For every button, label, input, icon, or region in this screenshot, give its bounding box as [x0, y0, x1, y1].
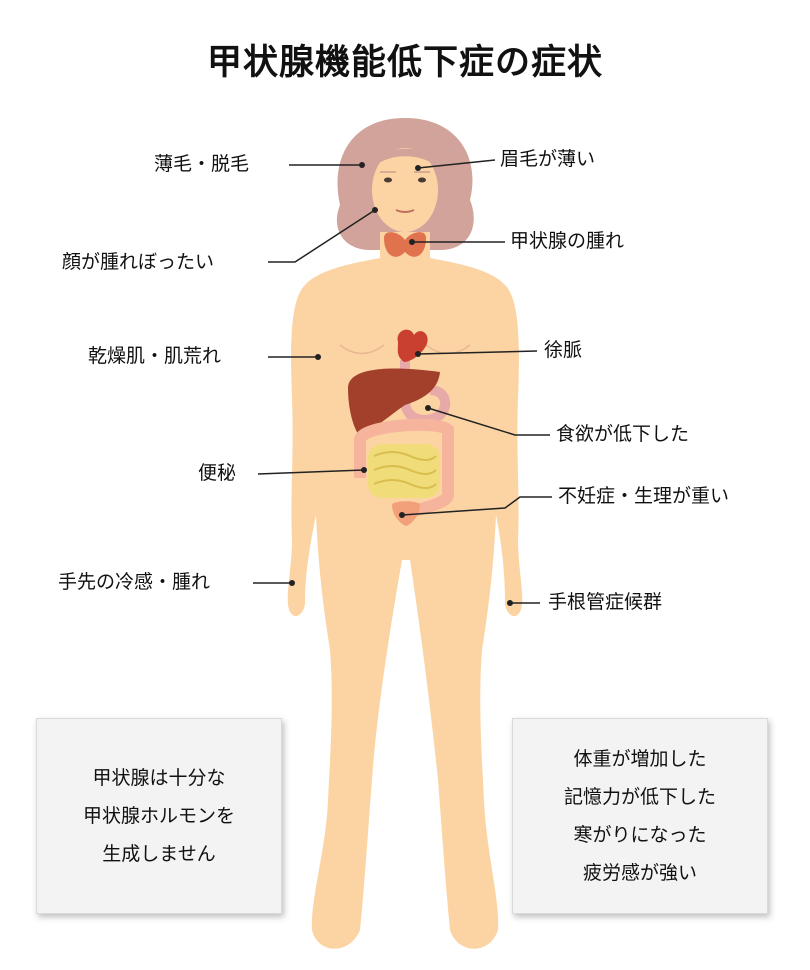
- label-appetite-loss: 食欲が低下した: [556, 423, 690, 445]
- body-silhouette: [287, 232, 523, 949]
- note-left-line: 甲状腺は十分な: [92, 767, 226, 789]
- note-left-line: 甲状腺ホルモンを: [82, 805, 235, 827]
- note-right-line: 記憶力が低下した: [563, 786, 716, 808]
- label-thin-eyebrows: 眉毛が薄い: [500, 148, 596, 170]
- note-left: 甲状腺は十分な 甲状腺ホルモンを 生成しません: [36, 718, 282, 914]
- stomach: [400, 360, 451, 425]
- liver: [348, 368, 440, 434]
- label-dry-skin: 乾燥肌・肌荒れ: [88, 345, 222, 367]
- face: [372, 148, 438, 232]
- note-right-line: 疲労感が強い: [582, 862, 697, 884]
- label-bradycardia: 徐脈: [544, 339, 583, 361]
- label-puffy-face: 顔が腫れぼったい: [62, 251, 215, 273]
- label-infertility: 不妊症・生理が重い: [558, 485, 730, 507]
- label-constipation: 便秘: [198, 462, 237, 484]
- uterus: [392, 501, 420, 526]
- heart: [397, 329, 428, 362]
- label-carpal-tunnel: 手根管症候群: [548, 591, 663, 613]
- leader-lines: [253, 159, 552, 604]
- note-right-line: 体重が増加した: [573, 748, 707, 770]
- label-cold-hands: 手先の冷感・腫れ: [58, 571, 211, 593]
- anchor-dots: [289, 162, 513, 606]
- note-right-line: 寒がりになった: [573, 824, 707, 846]
- note-right: 体重が増加した 記憶力が低下した 寒がりになった 疲労感が強い: [512, 718, 768, 914]
- hair-fringe: [368, 148, 444, 175]
- thyroid-gland: [384, 232, 426, 257]
- small-intestine: [368, 444, 440, 498]
- label-hair-loss: 薄毛・脱毛: [154, 153, 250, 175]
- note-left-line: 生成しません: [102, 843, 216, 865]
- page-title: 甲状腺機能低下症の症状: [206, 43, 603, 83]
- label-thyroid-swelling: 甲状腺の腫れ: [510, 230, 625, 252]
